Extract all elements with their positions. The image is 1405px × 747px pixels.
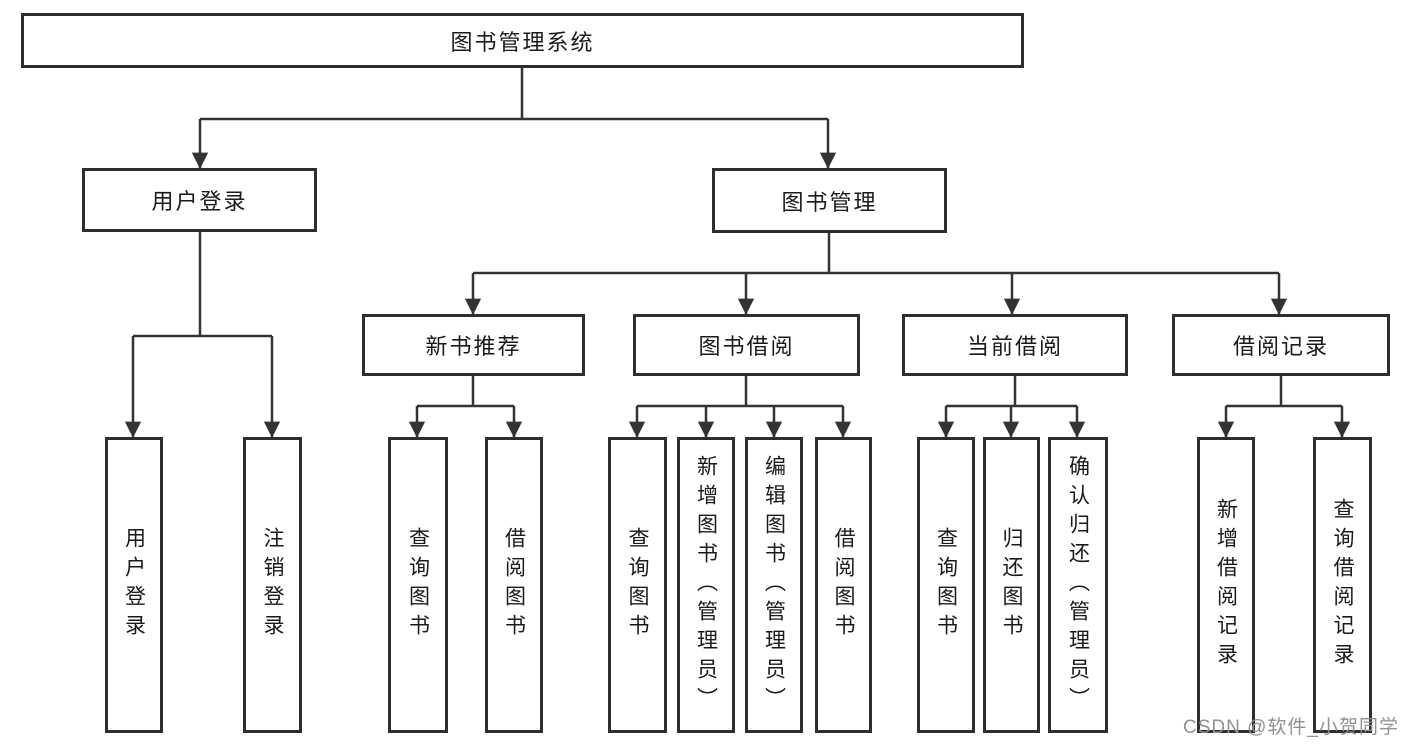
node-leaf-edit-book: 编辑图书（管理员） bbox=[745, 437, 803, 733]
node-label: 用户登录 bbox=[122, 527, 146, 643]
node-label: 借阅记录 bbox=[1232, 334, 1329, 359]
node-label: 归还图书 bbox=[1000, 527, 1023, 643]
node-label: 查询图书 bbox=[934, 527, 958, 643]
node-leaf-query-book-1: 查询图书 bbox=[388, 437, 448, 733]
node-leaf-query-book-2: 查询图书 bbox=[608, 437, 667, 733]
node-label: 查询图书 bbox=[626, 527, 649, 643]
node-label: 图书管理 bbox=[781, 189, 878, 215]
node-user-login: 用户登录 bbox=[82, 168, 317, 232]
node-book-mgmt: 图书管理 bbox=[712, 168, 947, 233]
node-label: 当前借阅 bbox=[966, 334, 1063, 359]
node-label: 新增借阅记录 bbox=[1214, 498, 1238, 672]
node-root: 图书管理系统 bbox=[21, 13, 1024, 68]
node-leaf-add-book: 新增图书（管理员） bbox=[677, 437, 735, 733]
node-leaf-query-borrow-rec: 查询借阅记录 bbox=[1313, 437, 1372, 733]
node-label: 注销登录 bbox=[261, 527, 284, 643]
node-book-borrow: 图书借阅 bbox=[633, 314, 860, 376]
node-leaf-borrow-book-1: 借阅图书 bbox=[485, 437, 543, 733]
node-label: 查询借阅记录 bbox=[1331, 498, 1354, 672]
node-label: 查询图书 bbox=[406, 527, 430, 643]
watermark: CSDN @软件_小贺同学 bbox=[1183, 717, 1399, 738]
node-label: 图书管理系统 bbox=[450, 29, 595, 55]
node-leaf-add-borrow-rec: 新增借阅记录 bbox=[1197, 437, 1255, 733]
node-leaf-query-book-3: 查询图书 bbox=[917, 437, 975, 733]
node-label: 借阅图书 bbox=[832, 527, 855, 643]
node-label: 确认归还（管理员） bbox=[1066, 454, 1090, 716]
node-label: 借阅图书 bbox=[502, 527, 526, 643]
node-new-book-rec: 新书推荐 bbox=[362, 314, 585, 376]
node-borrow-record: 借阅记录 bbox=[1172, 314, 1390, 376]
node-leaf-borrow-book-2: 借阅图书 bbox=[815, 437, 872, 733]
node-label: 图书借阅 bbox=[698, 334, 795, 359]
node-label: 用户登录 bbox=[151, 189, 248, 214]
node-leaf-confirm-return: 确认归还（管理员） bbox=[1048, 437, 1108, 733]
node-leaf-return-book: 归还图书 bbox=[983, 437, 1040, 733]
node-label: 新书推荐 bbox=[425, 334, 522, 359]
node-leaf-user-login: 用户登录 bbox=[105, 437, 163, 733]
node-label: 编辑图书（管理员） bbox=[762, 454, 786, 716]
node-leaf-logout: 注销登录 bbox=[243, 437, 302, 733]
node-current-borrow: 当前借阅 bbox=[902, 314, 1128, 376]
node-label: 新增图书（管理员） bbox=[694, 454, 718, 716]
